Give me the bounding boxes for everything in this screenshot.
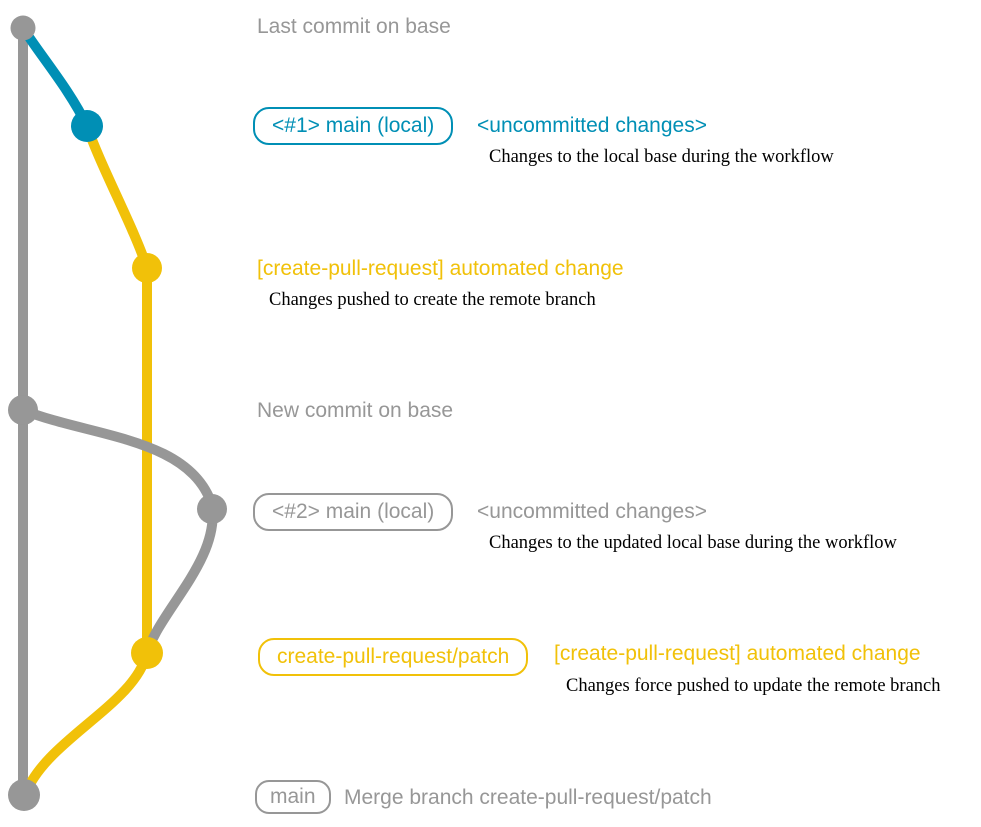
branch-tag-main: main [255, 780, 331, 814]
commit-message-local-2: <uncommitted changes> [477, 500, 707, 523]
commit-message-local-1: <uncommitted changes> [477, 114, 707, 137]
commit-detail-local-2: Changes to the updated local base during… [489, 533, 897, 553]
branch-tag-patch: create-pull-request/patch [258, 638, 529, 676]
commit-message-patch-2: [create-pull-request] automated change [554, 642, 921, 665]
commit-dot-merge [8, 779, 40, 811]
commit-dot-new-base [8, 395, 38, 425]
commit-detail-patch-2: Changes force pushed to update the remot… [566, 676, 941, 696]
commit-dot-local-2 [197, 494, 227, 524]
commit-message-last-base: Last commit on base [257, 15, 451, 38]
commit-dot-local-1 [71, 110, 103, 142]
commit-detail-local-1: Changes to the local base during the wor… [489, 147, 834, 167]
commit-message-new-base: New commit on base [257, 399, 454, 422]
patch-merge-curve [20, 648, 152, 800]
base-update-curve [18, 405, 218, 658]
local-branch-curve [18, 23, 92, 131]
branch-tag-local-2: <#2> main (local) [253, 493, 454, 531]
commit-dot-patch-1 [132, 253, 162, 283]
commit-message-patch-1: [create-pull-request] automated change [257, 257, 624, 280]
branch-tag-local-1: <#1> main (local) [253, 107, 454, 145]
commit-dot-patch-2 [131, 637, 163, 669]
commit-message-merge: Merge branch create-pull-request/patch [344, 786, 712, 809]
commit-graph [8, 15, 227, 811]
commit-detail-patch-1: Changes pushed to create the remote bran… [269, 290, 596, 310]
patch-branch-curve-top [82, 121, 152, 273]
commit-dot-last-base [10, 15, 36, 41]
